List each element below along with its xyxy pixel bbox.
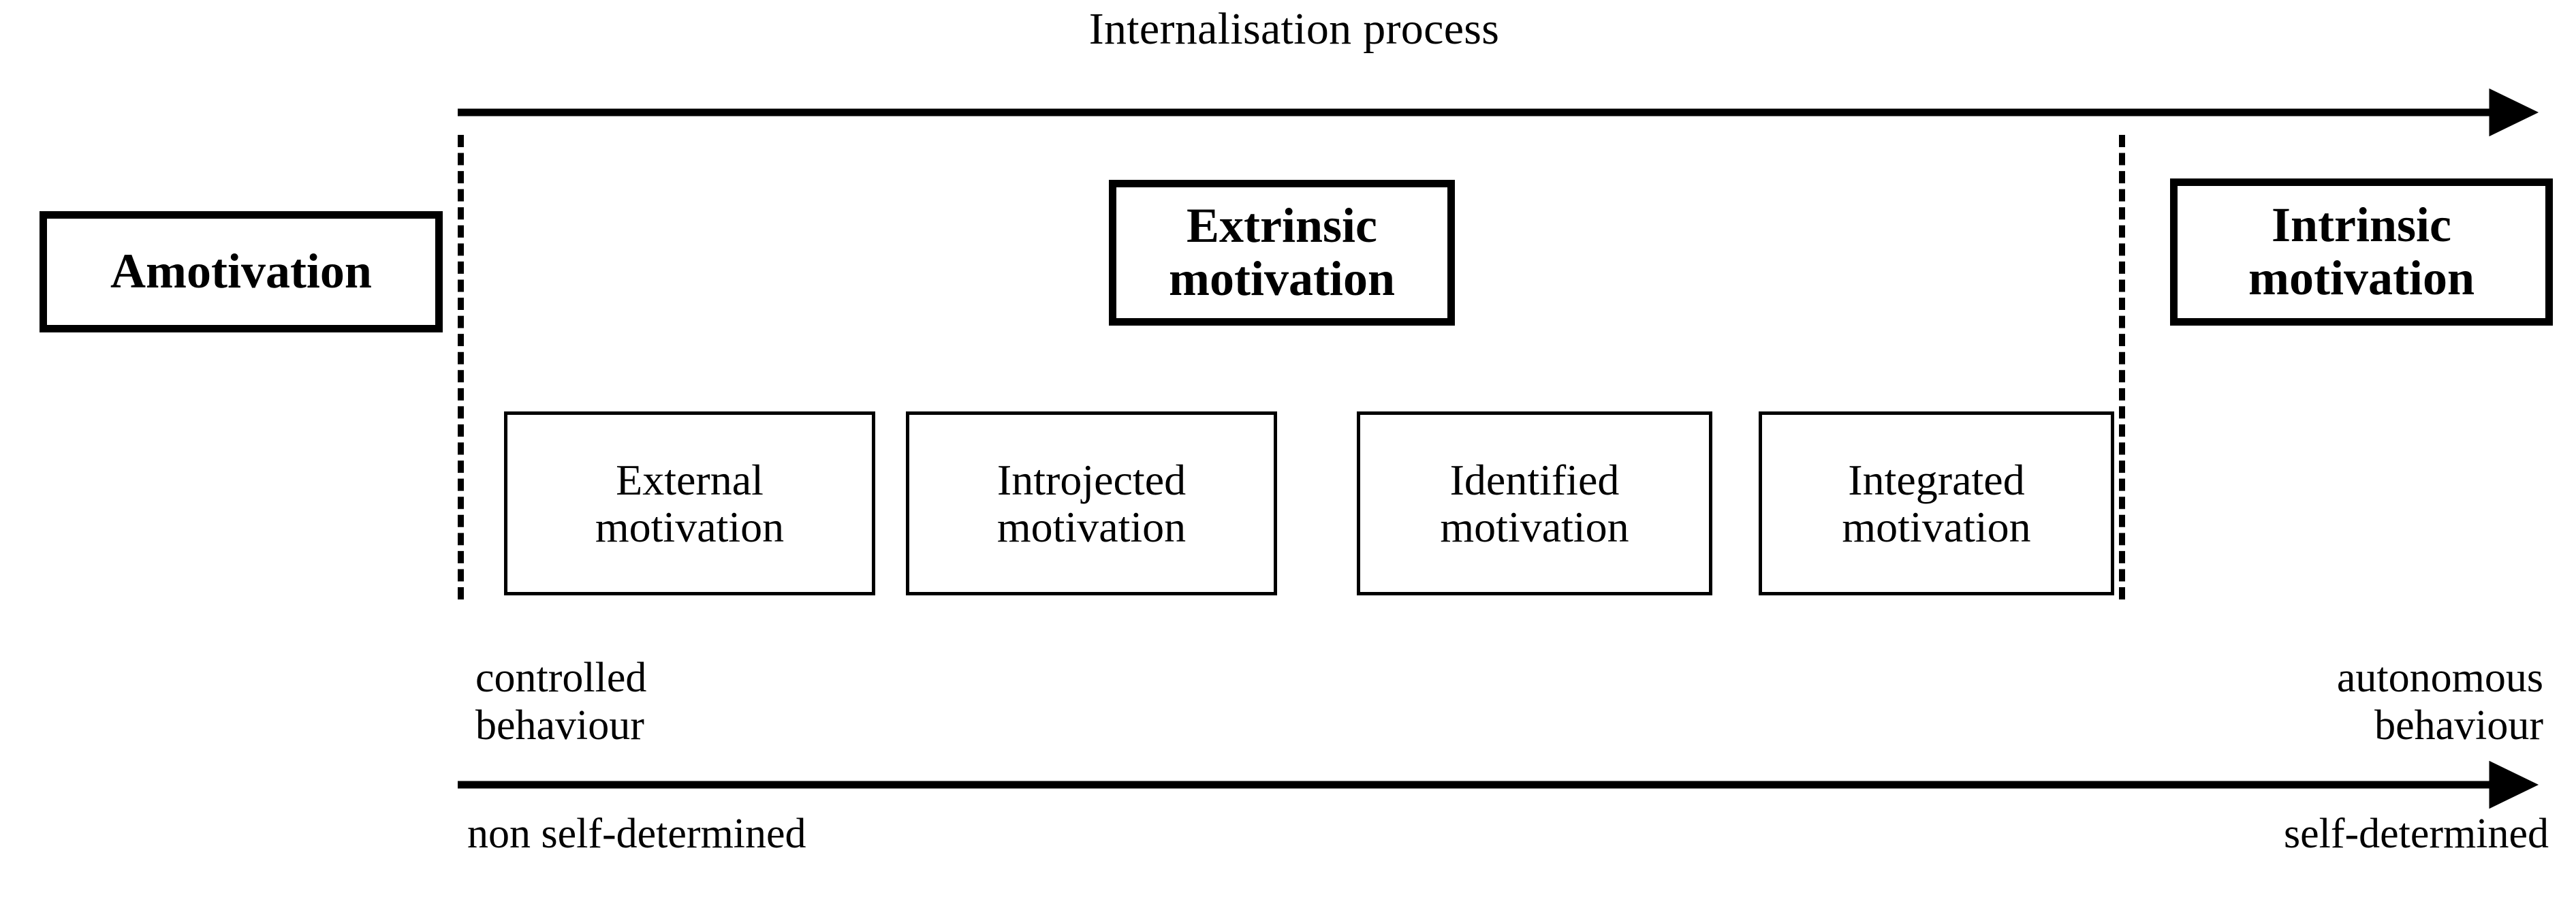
box-amotivation[interactable]: Amotivation <box>40 211 443 332</box>
box-identified-motivation[interactable]: Identified motivation <box>1357 411 1712 595</box>
box-intrinsic-line1: Intrinsic <box>2271 198 2451 253</box>
box-external-line1: External <box>616 455 764 504</box>
label-self-determined: self-determined <box>2283 811 2549 857</box>
box-intrinsic-label: Intrinsic motivation <box>2242 198 2481 305</box>
box-introjected-line1: Introjected <box>996 455 1187 504</box>
dashed-divider-right <box>2119 135 2125 599</box>
box-integrated-line2: motivation <box>1842 503 2031 551</box>
box-external-line2: motivation <box>595 503 785 551</box>
dashed-divider-left <box>458 135 464 599</box>
box-extrinsic-line1: Extrinsic <box>1187 198 1377 253</box>
label-autonomous-line2: behaviour <box>2374 702 2543 749</box>
box-integrated-line1: Integrated <box>1848 455 2025 504</box>
box-introjected-line2: motivation <box>996 503 1187 551</box>
label-autonomous-line1: autonomous <box>2336 655 2543 701</box>
box-intrinsic-line2: motivation <box>2248 251 2475 305</box>
box-identified-label: Identified motivation <box>1433 456 1635 550</box>
box-external-motivation[interactable]: External motivation <box>504 411 875 595</box>
box-external-label: External motivation <box>588 456 791 550</box>
box-introjected-motivation[interactable]: Introjected motivation <box>906 411 1277 595</box>
box-amotivation-label: Amotivation <box>110 244 372 299</box>
internalisation-process-title: Internalisation process <box>1088 4 1500 54</box>
box-intrinsic-motivation[interactable]: Intrinsic motivation <box>2170 178 2553 326</box>
box-integrated-motivation[interactable]: Integrated motivation <box>1759 411 2114 595</box>
label-controlled-line2: behaviour <box>475 702 644 749</box>
box-extrinsic-label: Extrinsic motivation <box>1162 198 1402 306</box>
box-identified-line1: Identified <box>1449 455 1620 504</box>
box-introjected-label: Introjected motivation <box>990 456 1193 550</box>
label-non-self-determined: non self-determined <box>467 811 806 857</box>
label-autonomous-behaviour: autonomous behaviour <box>2337 654 2543 749</box>
box-extrinsic-motivation[interactable]: Extrinsic motivation <box>1109 180 1455 326</box>
label-controlled-behaviour: controlled behaviour <box>475 654 646 749</box>
box-integrated-label: Integrated motivation <box>1835 456 2037 550</box>
label-controlled-line1: controlled <box>475 655 647 701</box>
box-extrinsic-line2: motivation <box>1169 251 1395 306</box>
box-identified-line2: motivation <box>1440 503 1629 551</box>
